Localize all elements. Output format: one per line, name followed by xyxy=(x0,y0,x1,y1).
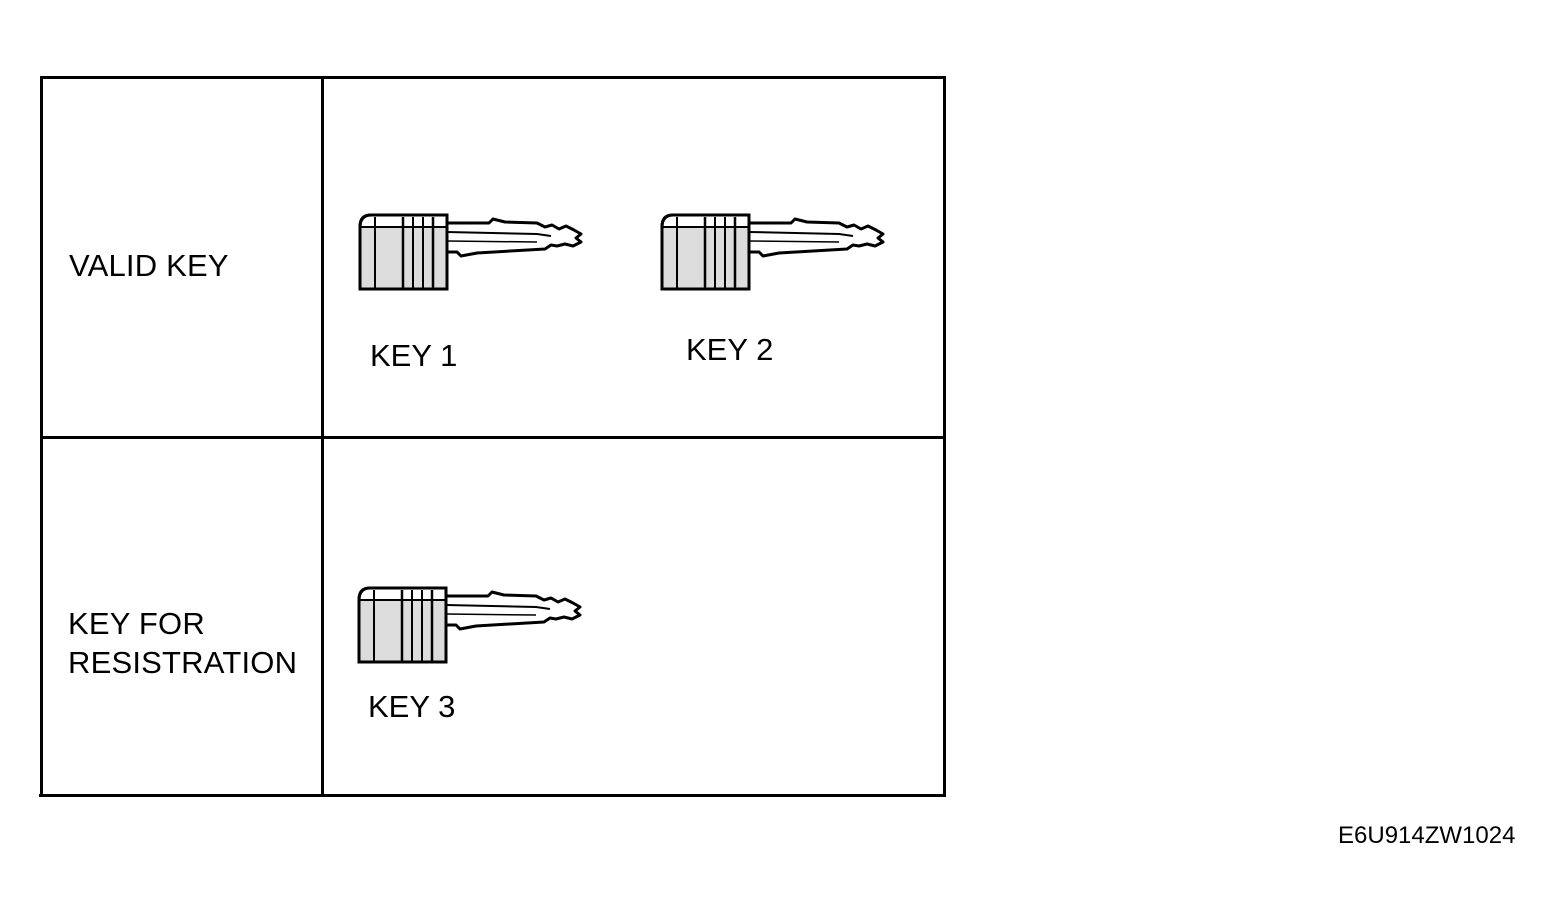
key-icon xyxy=(357,205,597,295)
key-label: KEY 2 xyxy=(686,332,774,367)
key-label: KEY 1 xyxy=(370,338,458,373)
category-line: VALID KEY xyxy=(69,248,229,283)
table-border-top xyxy=(40,76,946,79)
table-row-divider xyxy=(40,436,946,439)
row-category-valid-key: VALID KEY xyxy=(69,246,229,285)
figure-code: E6U914ZW1024 xyxy=(1338,822,1516,849)
key-label: KEY 3 xyxy=(368,689,456,724)
key-icon xyxy=(659,205,899,295)
key-icon xyxy=(356,578,596,668)
row-category-key-for-registration: KEY FOR RESISTRATION xyxy=(68,604,297,682)
table-border-bottom xyxy=(39,794,945,797)
category-line: RESISTRATION xyxy=(68,645,298,680)
category-line: KEY FOR xyxy=(68,606,205,641)
